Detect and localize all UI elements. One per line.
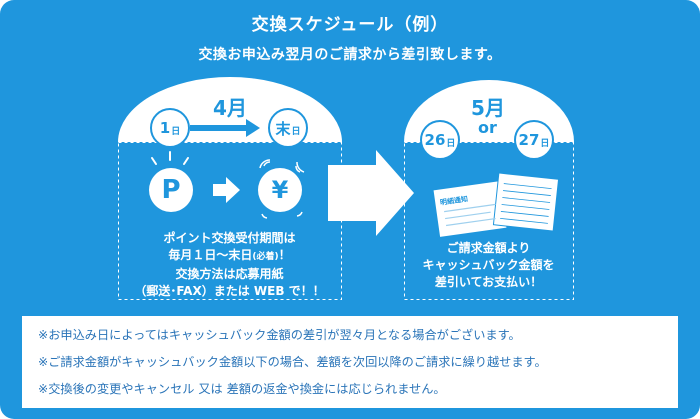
statement-documents-icon (432, 172, 560, 239)
yen-symbol: ¥ (271, 176, 289, 204)
left-desc-line-3: 交換方法は応募用紙 (175, 267, 284, 281)
note-item: ※ご請求金額がキャッシュバック金額以下の場合、差額を次回以降のご請求に繰り越せま… (38, 355, 547, 369)
exchange-arrow-icon (213, 177, 240, 203)
day-27-number: 27 (518, 131, 540, 149)
yen-coin-icon: ¥ (258, 168, 302, 212)
day-26-suffix: 日 (446, 138, 456, 149)
note-item: ※お申込み日によってはキャッシュバック金額の差引が翌々月となる場合がございます。 (38, 328, 521, 342)
right-box-border (404, 142, 574, 300)
page-subtitle: 交換お申込み翌月のご請求から差引致します。 (198, 47, 502, 63)
yen-motion-icon (259, 159, 305, 219)
day-26-number: 26 (424, 131, 446, 149)
notes-box: ※お申込み日によってはキャッシュバック金額の差引が翌々月となる場合がございます。… (22, 316, 678, 408)
left-desc-line-1: ポイント交換受付期間は (163, 231, 296, 245)
big-right-arrow-icon (328, 150, 414, 236)
left-desc-line-2: 毎月１日〜末日(必着)！ (168, 248, 291, 262)
day-27-suffix: 日 (540, 138, 550, 149)
period-arrow-icon (190, 119, 260, 137)
end-day-text: 末 (275, 119, 291, 138)
day-1-number: 1 (159, 119, 171, 137)
end-day-suffix: 日 (291, 126, 301, 137)
may-label: 5月 (471, 96, 505, 120)
right-desc-line-2: キャッシュバック金額を (422, 258, 555, 272)
point-coin-icon: P (149, 168, 193, 212)
point-symbol: P (161, 175, 181, 205)
day-1-suffix: 日 (171, 126, 181, 137)
or-label: or (478, 118, 497, 137)
right-desc-line-3: 差引いてお支払い！ (434, 275, 543, 289)
right-desc-line-1: ご請求金額より (446, 241, 531, 255)
end-day-circle: 末日 (268, 108, 308, 148)
right-description: ご請求金額より キャッシュバック金額を 差引いてお支払い！ (404, 240, 573, 291)
coin-burst-icon (151, 151, 189, 165)
left-description: ポイント交換受付期間は 毎月１日〜末日(必着)！ 交換方法は応募用紙 （郵送･F… (118, 230, 341, 300)
april-label: 4月 (213, 96, 247, 120)
page-title: 交換スケジュール（例） (251, 15, 449, 35)
left-desc-line-4: （郵送･FAX）または WEB で！！ (134, 284, 325, 298)
note-item: ※交換後の変更やキャンセル 又は 差額の返金や換金には応じられません。 (38, 382, 446, 396)
